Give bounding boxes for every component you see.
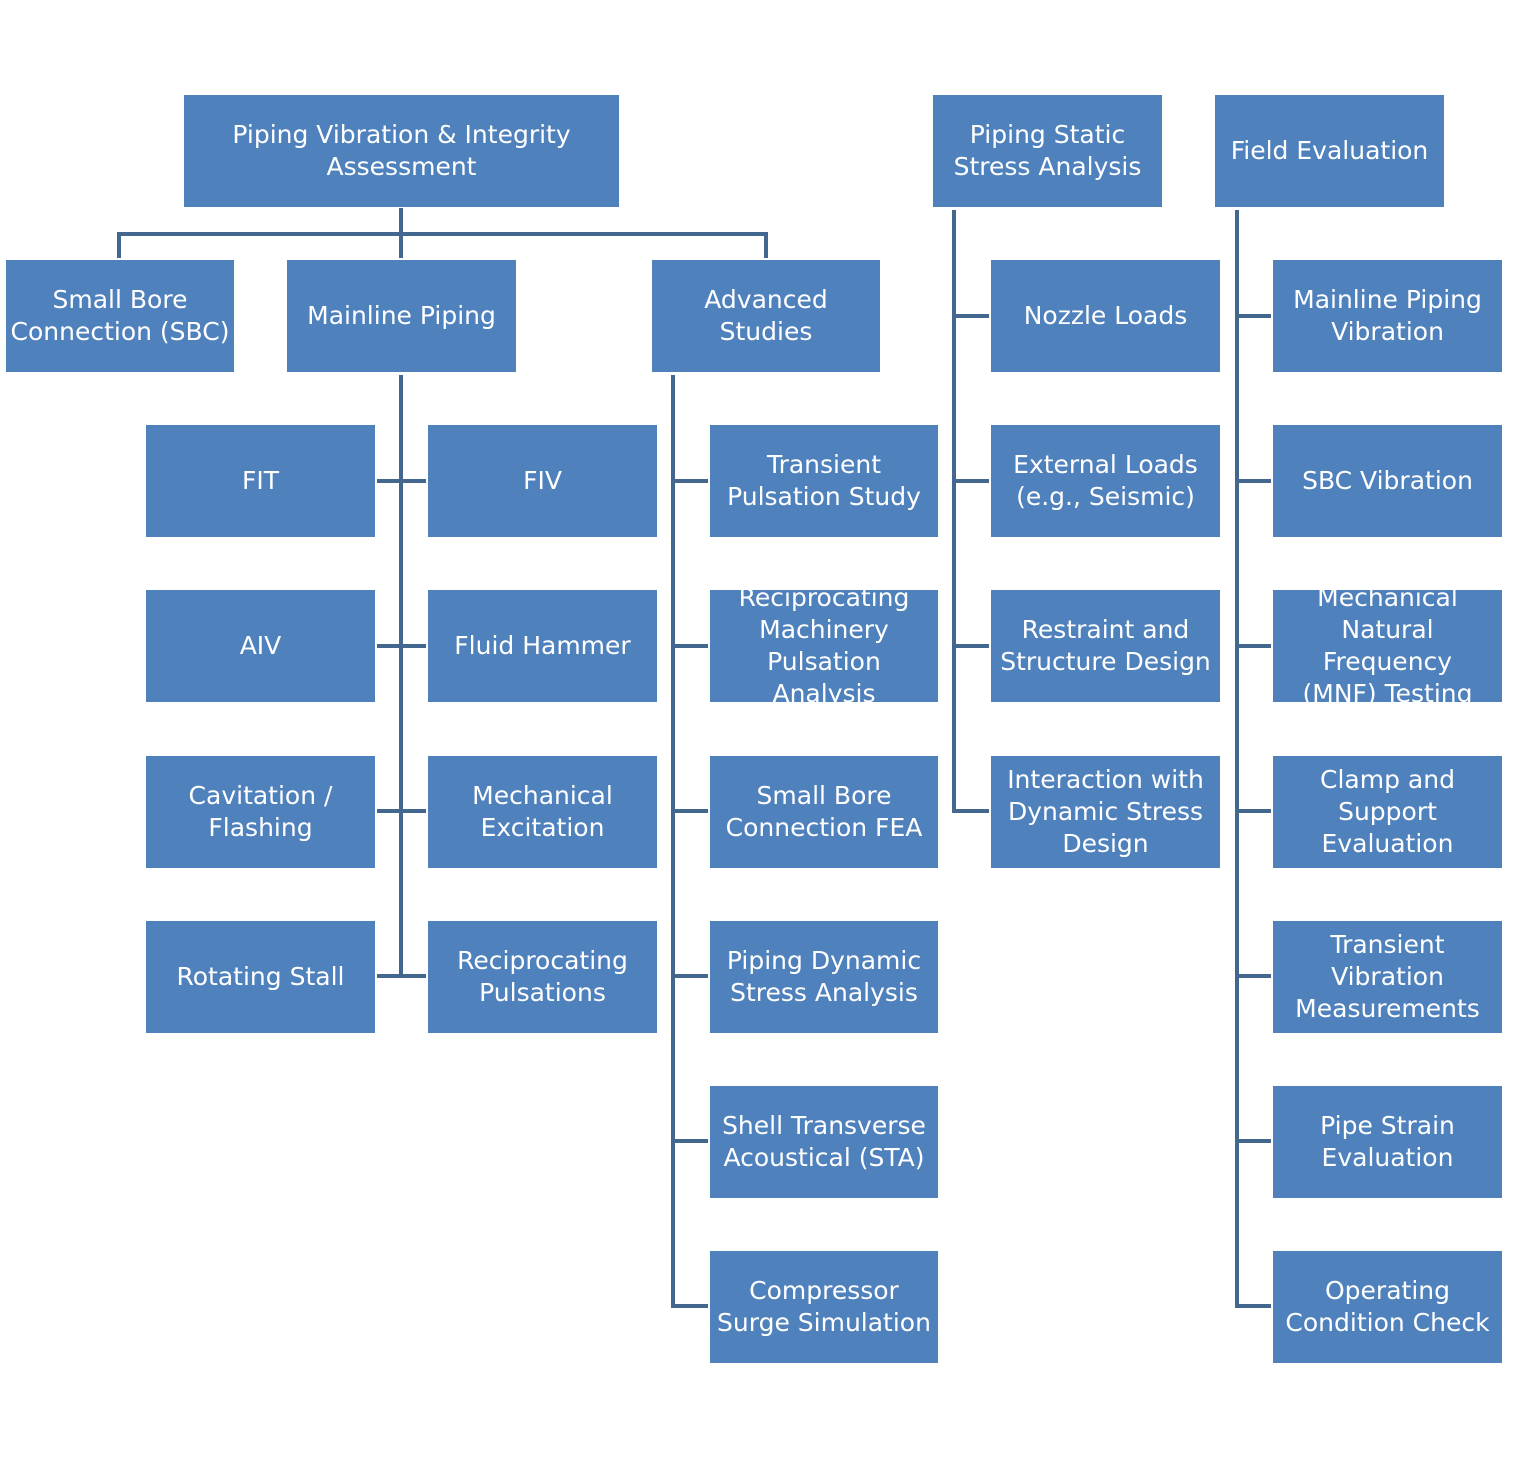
- node-advanced-studies: Advanced Studies: [652, 260, 880, 372]
- node-piping-vibration-integrity: Piping Vibration & Integrity Assessment: [184, 95, 619, 207]
- node-restraint-structure-design: Restraint and Structure Design: [991, 590, 1220, 702]
- node-fluid-hammer: Fluid Hammer: [428, 590, 657, 702]
- node-fiv: FIV: [428, 425, 657, 537]
- node-nozzle-loads: Nozzle Loads: [991, 260, 1220, 372]
- node-piping-static-stress: Piping Static Stress Analysis: [933, 95, 1162, 207]
- node-sbc-vibration: SBC Vibration: [1273, 425, 1502, 537]
- node-aiv: AIV: [146, 590, 375, 702]
- node-rotating-stall: Rotating Stall: [146, 921, 375, 1033]
- node-mainline-piping: Mainline Piping: [287, 260, 516, 372]
- node-shell-transverse-acoustical: Shell Transverse Acoustical (STA): [710, 1086, 938, 1198]
- node-external-loads: External Loads (e.g., Seismic): [991, 425, 1220, 537]
- node-small-bore-connection-fea: Small Bore Connection FEA: [710, 756, 938, 868]
- node-reciprocating-pulsations: Reciprocating Pulsations: [428, 921, 657, 1033]
- node-small-bore-connection: Small Bore Connection (SBC): [6, 260, 234, 372]
- node-reciprocating-machinery-pulsation: Reciprocating Machinery Pulsation Analys…: [710, 583, 938, 708]
- node-piping-dynamic-stress: Piping Dynamic Stress Analysis: [710, 921, 938, 1033]
- node-operating-condition-check: Operating Condition Check: [1273, 1251, 1502, 1363]
- node-mainline-piping-vibration: Mainline Piping Vibration: [1273, 260, 1502, 372]
- node-interaction-dynamic-stress: Interaction with Dynamic Stress Design: [991, 756, 1220, 868]
- node-mnf-testing: Mechanical Natural Frequency (MNF) Testi…: [1273, 583, 1502, 708]
- node-clamp-support-evaluation: Clamp and Support Evaluation: [1273, 756, 1502, 868]
- node-mechanical-excitation: Mechanical Excitation: [428, 756, 657, 868]
- node-transient-pulsation-study: Transient Pulsation Study: [710, 425, 938, 537]
- node-pipe-strain-evaluation: Pipe Strain Evaluation: [1273, 1086, 1502, 1198]
- node-compressor-surge-simulation: Compressor Surge Simulation: [710, 1251, 938, 1363]
- node-field-evaluation: Field Evaluation: [1215, 95, 1444, 207]
- node-fit: FIT: [146, 425, 375, 537]
- node-transient-vibration-measurements: Transient Vibration Measurements: [1273, 921, 1502, 1033]
- node-cavitation-flashing: Cavitation / Flashing: [146, 756, 375, 868]
